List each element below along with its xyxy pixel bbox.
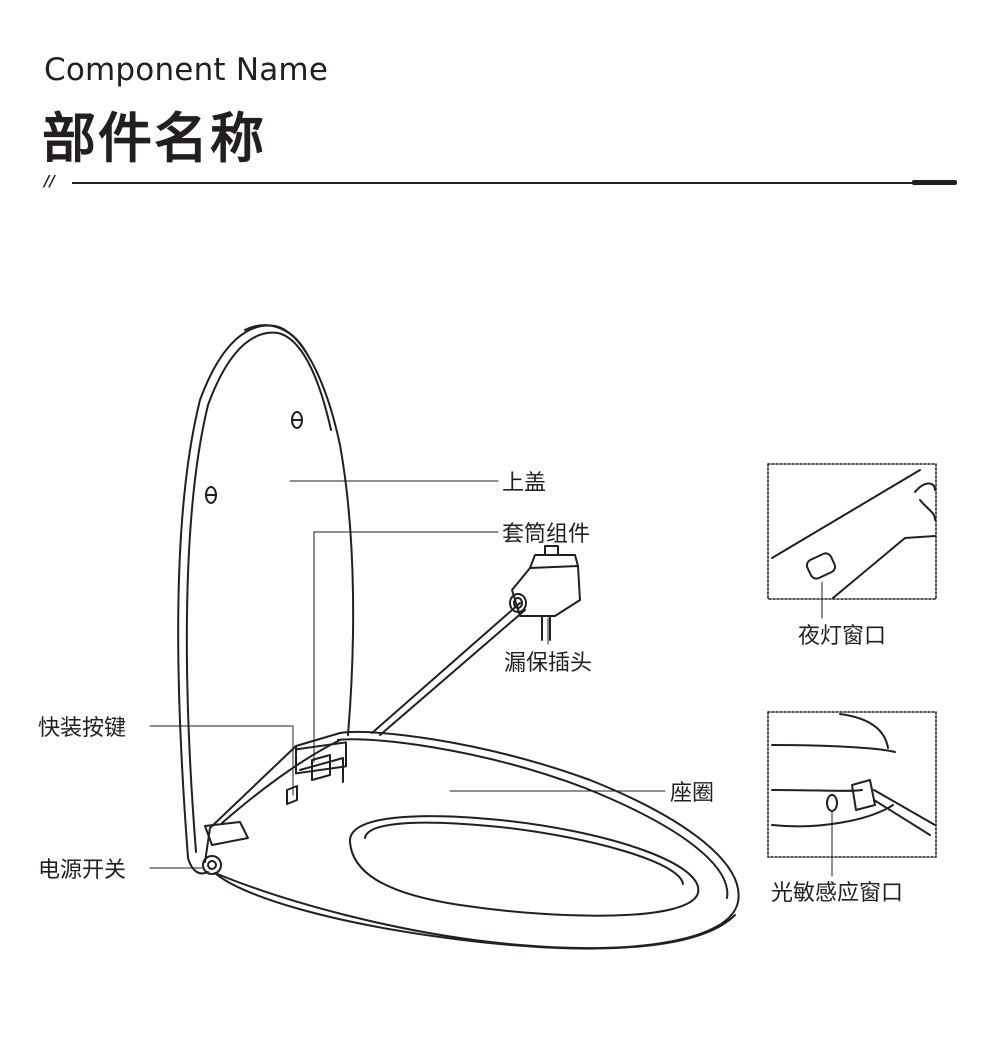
seat-drawing [214,730,740,950]
label-top-cover: 上盖 [502,471,546,496]
divider-mark: // [44,172,55,190]
label-light-sensor-window: 光敏感应窗口 [771,881,903,906]
title-chinese: 部件名称 [42,107,266,170]
label-sleeve-assembly: 套筒组件 [502,522,590,547]
inset-light-sensor [767,711,937,858]
inset-night-light [767,463,937,600]
divider-accent [912,180,957,185]
label-quick-release-button: 快装按键 [38,716,126,741]
label-power-switch: 电源开关 [38,858,126,883]
power-switch-knob [202,855,222,875]
title-english: Component Name [44,52,329,88]
label-seat-ring: 座圈 [670,781,714,806]
hinge-drawing [204,732,347,863]
cable-plug-drawing [371,545,581,736]
divider-line [72,182,912,184]
label-night-light-window: 夜灯窗口 [798,624,886,649]
leader-lines [149,480,833,877]
lid-drawing [177,324,355,875]
label-leakage-plug: 漏保插头 [504,651,592,676]
